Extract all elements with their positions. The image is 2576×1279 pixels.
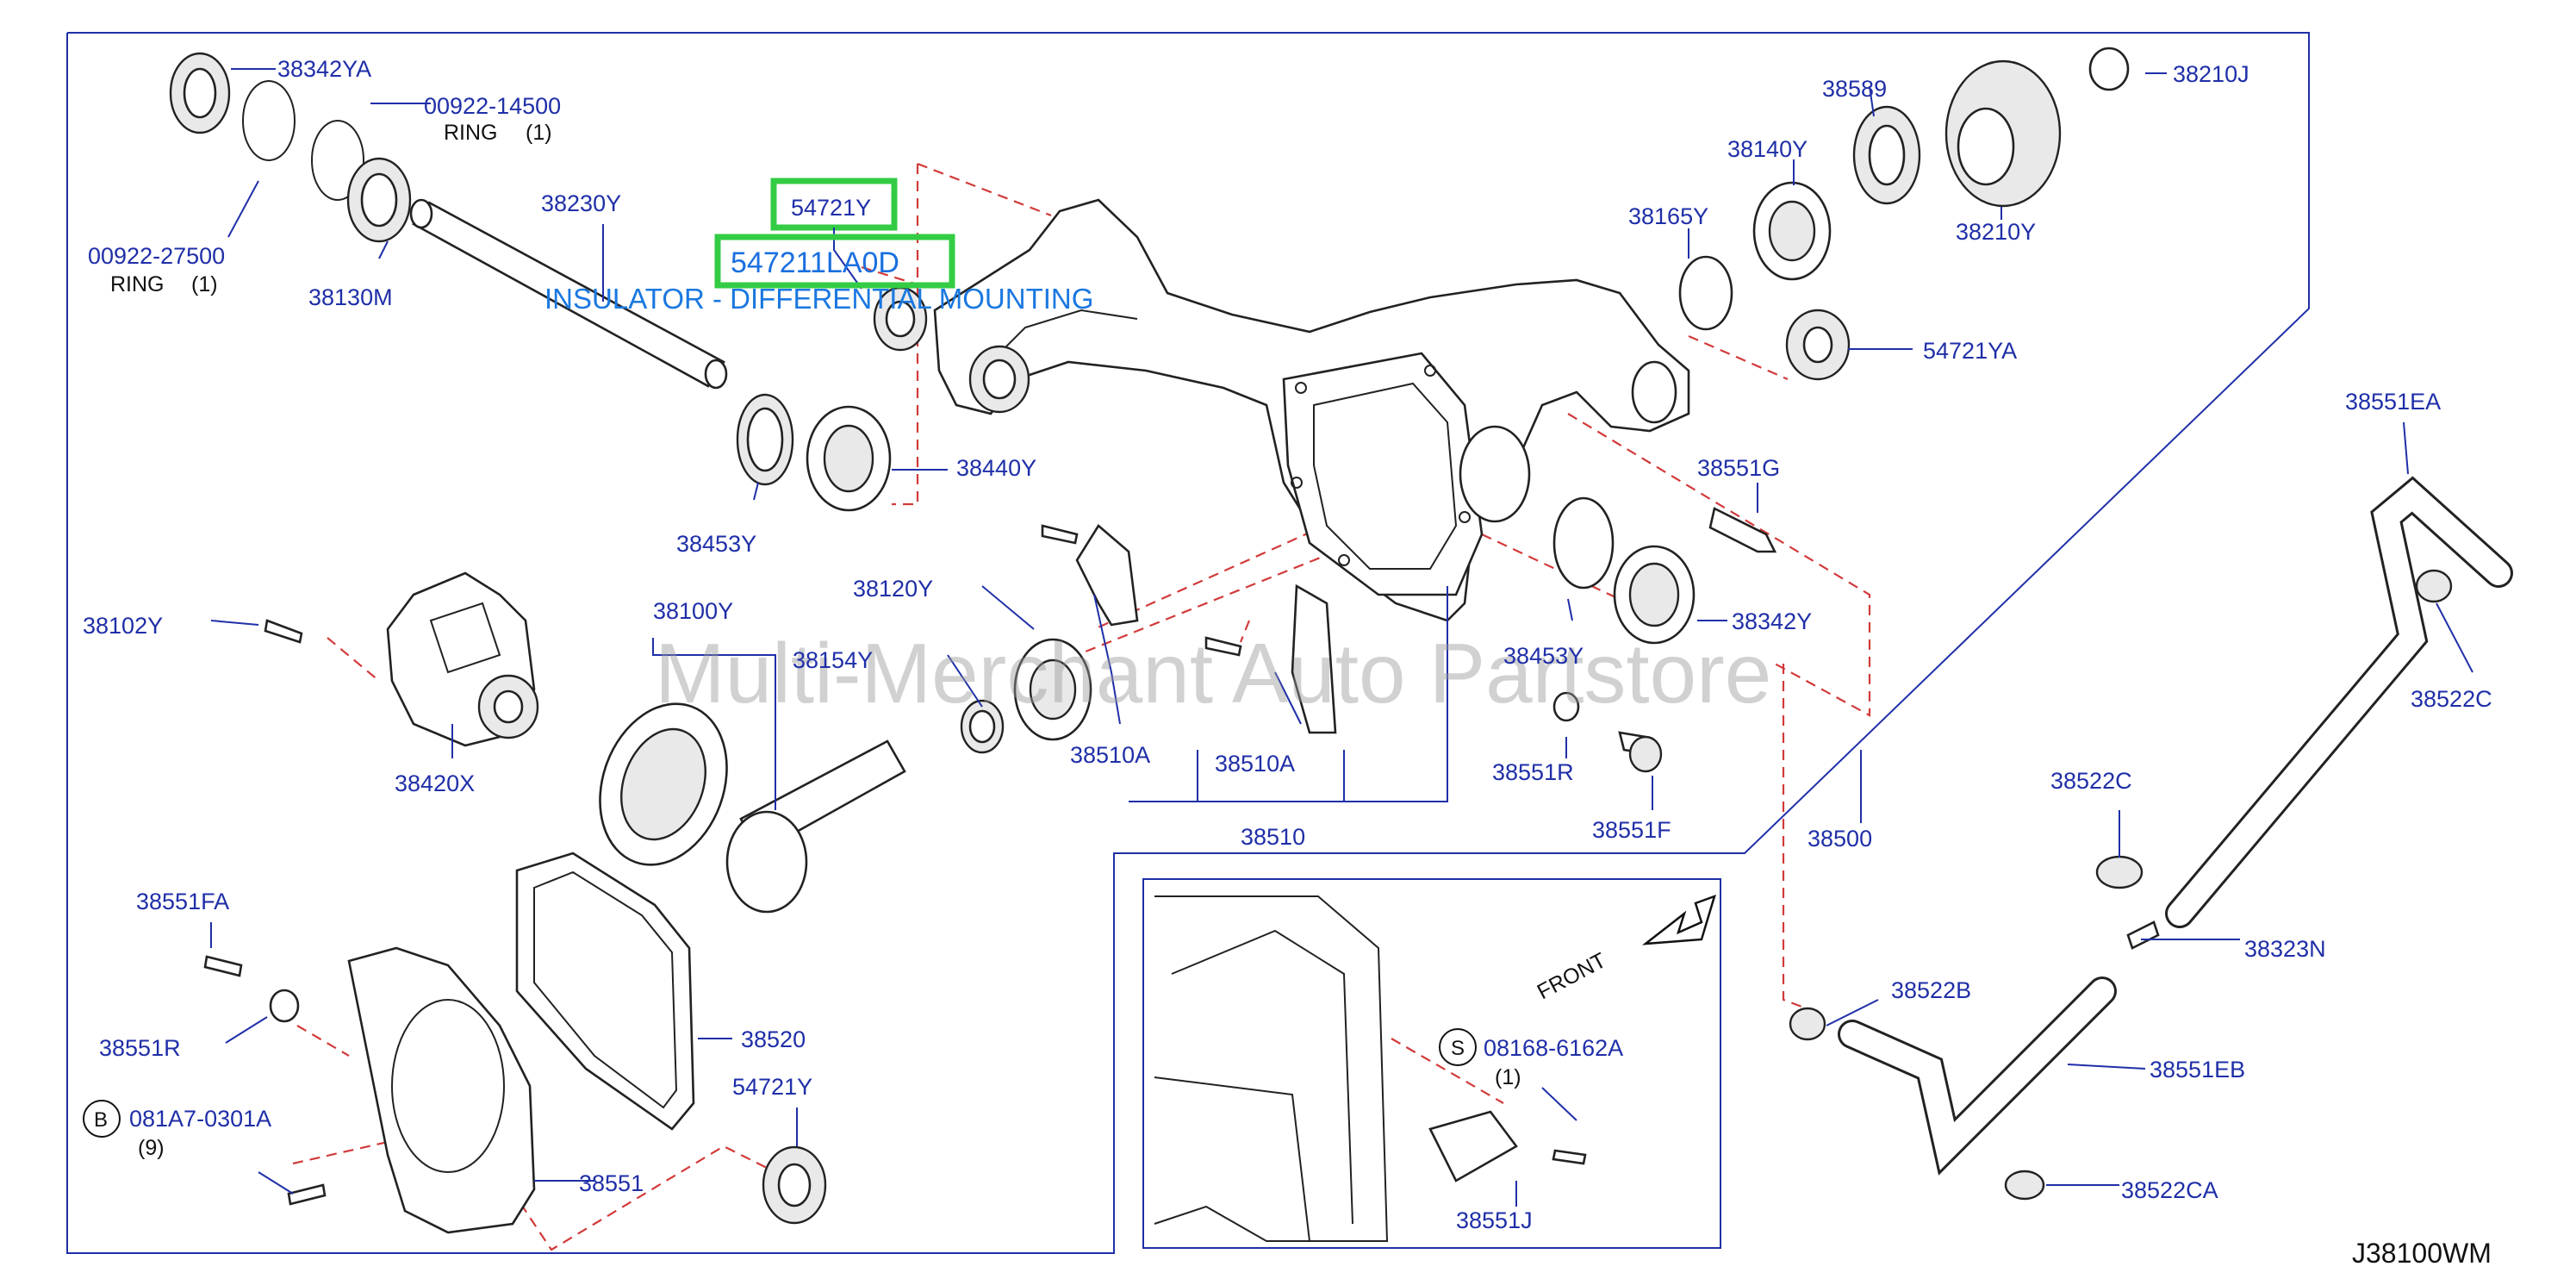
callout-38130M[interactable]: 38130M	[308, 284, 393, 310]
callout-00922-14500[interactable]: 00922-14500	[424, 93, 561, 119]
callout-38551R-a[interactable]: 38551R	[1492, 759, 1574, 785]
callout-38210Y[interactable]: 38210Y	[1956, 219, 2036, 245]
callout-ring-a: RING	[444, 121, 498, 145]
callout-38522CA[interactable]: 38522CA	[2121, 1177, 2218, 1203]
callout-38165Y[interactable]: 38165Y	[1628, 203, 1708, 229]
callout-38551F[interactable]: 38551F	[1592, 817, 1671, 843]
upper-left-parts	[169, 52, 928, 512]
inset-bracket	[1154, 895, 1587, 1242]
callout-38440Y[interactable]: 38440Y	[956, 455, 1036, 481]
svg-text:S: S	[1451, 1037, 1465, 1060]
svg-text:B: B	[94, 1108, 108, 1132]
callout-38210J[interactable]: 38210J	[2173, 61, 2249, 87]
highlighted-part: 54721Y 547211LA0D INSULATOR - DIFFERENTI…	[544, 178, 1093, 315]
callout-38510A-b[interactable]: 38510A	[1215, 751, 1295, 777]
callout-38551FA[interactable]: 38551FA	[136, 889, 229, 914]
callout-38522C-a[interactable]: 38522C	[2411, 686, 2492, 712]
callout-38500[interactable]: 38500	[1808, 826, 1872, 852]
diagram-code: J38100WM	[2352, 1238, 2492, 1269]
callout-38342YA[interactable]: 38342YA	[277, 56, 371, 82]
diagram-frame	[66, 32, 2310, 1254]
callout-54721YA[interactable]: 54721YA	[1923, 338, 2017, 364]
axle-shaft	[409, 198, 728, 390]
callout-38589[interactable]: 38589	[1822, 76, 1887, 102]
callout-38522B[interactable]: 38522B	[1891, 977, 1971, 1003]
callout-38551R-b[interactable]: 38551R	[99, 1035, 181, 1061]
callout-38323N[interactable]: 38323N	[2244, 936, 2326, 962]
callout-38420X[interactable]: 38420X	[395, 771, 475, 796]
callout-qty-b: (1)	[191, 272, 218, 296]
callout-38510A-a[interactable]: 38510A	[1070, 742, 1150, 768]
callout-qty-a: (1)	[526, 121, 552, 145]
axle-housing	[933, 198, 1690, 622]
callout-38342Y[interactable]: 38342Y	[1732, 608, 1812, 634]
callout-38453Y-a[interactable]: 38453Y	[676, 531, 756, 557]
callout-08168-6162A[interactable]: 08168-6162A	[1484, 1035, 1623, 1061]
callout-38520[interactable]: 38520	[741, 1026, 806, 1052]
callout-38551J[interactable]: 38551J	[1456, 1207, 1533, 1233]
callout-qty-d: (1)	[1495, 1065, 1521, 1089]
callout-38154Y[interactable]: 38154Y	[793, 647, 873, 673]
highlight-part-number[interactable]: 547211LA0D	[731, 246, 899, 279]
inset-frame	[1142, 878, 1721, 1249]
callout-38551G[interactable]: 38551G	[1697, 455, 1780, 481]
front-arrow-icon	[1641, 894, 1716, 945]
callout-38551EB[interactable]: 38551EB	[2150, 1057, 2245, 1082]
callout-38102Y[interactable]: 38102Y	[83, 613, 163, 639]
differential-parts	[264, 524, 1337, 914]
callout-00922-27500[interactable]: 00922-27500	[88, 243, 225, 269]
callout-54721Y-b[interactable]: 54721Y	[732, 1074, 812, 1100]
highlight-ref[interactable]: 54721Y	[791, 195, 871, 221]
watermark: Multi-Merchant Auto Partstore	[655, 626, 1771, 721]
callout-38551[interactable]: 38551	[579, 1170, 644, 1196]
front-label: FRONT	[1534, 948, 1610, 1004]
callout-38100Y[interactable]: 38100Y	[653, 598, 733, 624]
hoses	[1789, 476, 2513, 1201]
callout-38230Y[interactable]: 38230Y	[541, 190, 621, 216]
mark-b: B	[83, 1100, 121, 1138]
callout-38522C-b[interactable]: 38522C	[2050, 768, 2132, 794]
callout-081A7-0301A[interactable]: 081A7-0301A	[129, 1106, 271, 1132]
callout-labels: 38342YA 00922-14500 RING (1) 00922-27500…	[83, 56, 2492, 1233]
callout-38510[interactable]: 38510	[1241, 824, 1305, 850]
upper-right-parts	[1552, 47, 2130, 773]
callout-qty-c: (9)	[138, 1136, 165, 1160]
highlight-description: INSULATOR - DIFFERENTIAL MOUNTING	[544, 283, 1093, 315]
mark-s: S	[1439, 1028, 1477, 1066]
callout-ring-b: RING	[110, 272, 165, 296]
callout-38453Y-b[interactable]: 38453Y	[1503, 643, 1584, 669]
callout-38140Y[interactable]: 38140Y	[1727, 136, 1808, 162]
cover-parts	[203, 852, 827, 1234]
leader-lines	[210, 68, 2473, 1207]
callout-38120Y[interactable]: 38120Y	[853, 576, 933, 602]
callout-38551EA[interactable]: 38551EA	[2345, 389, 2441, 415]
